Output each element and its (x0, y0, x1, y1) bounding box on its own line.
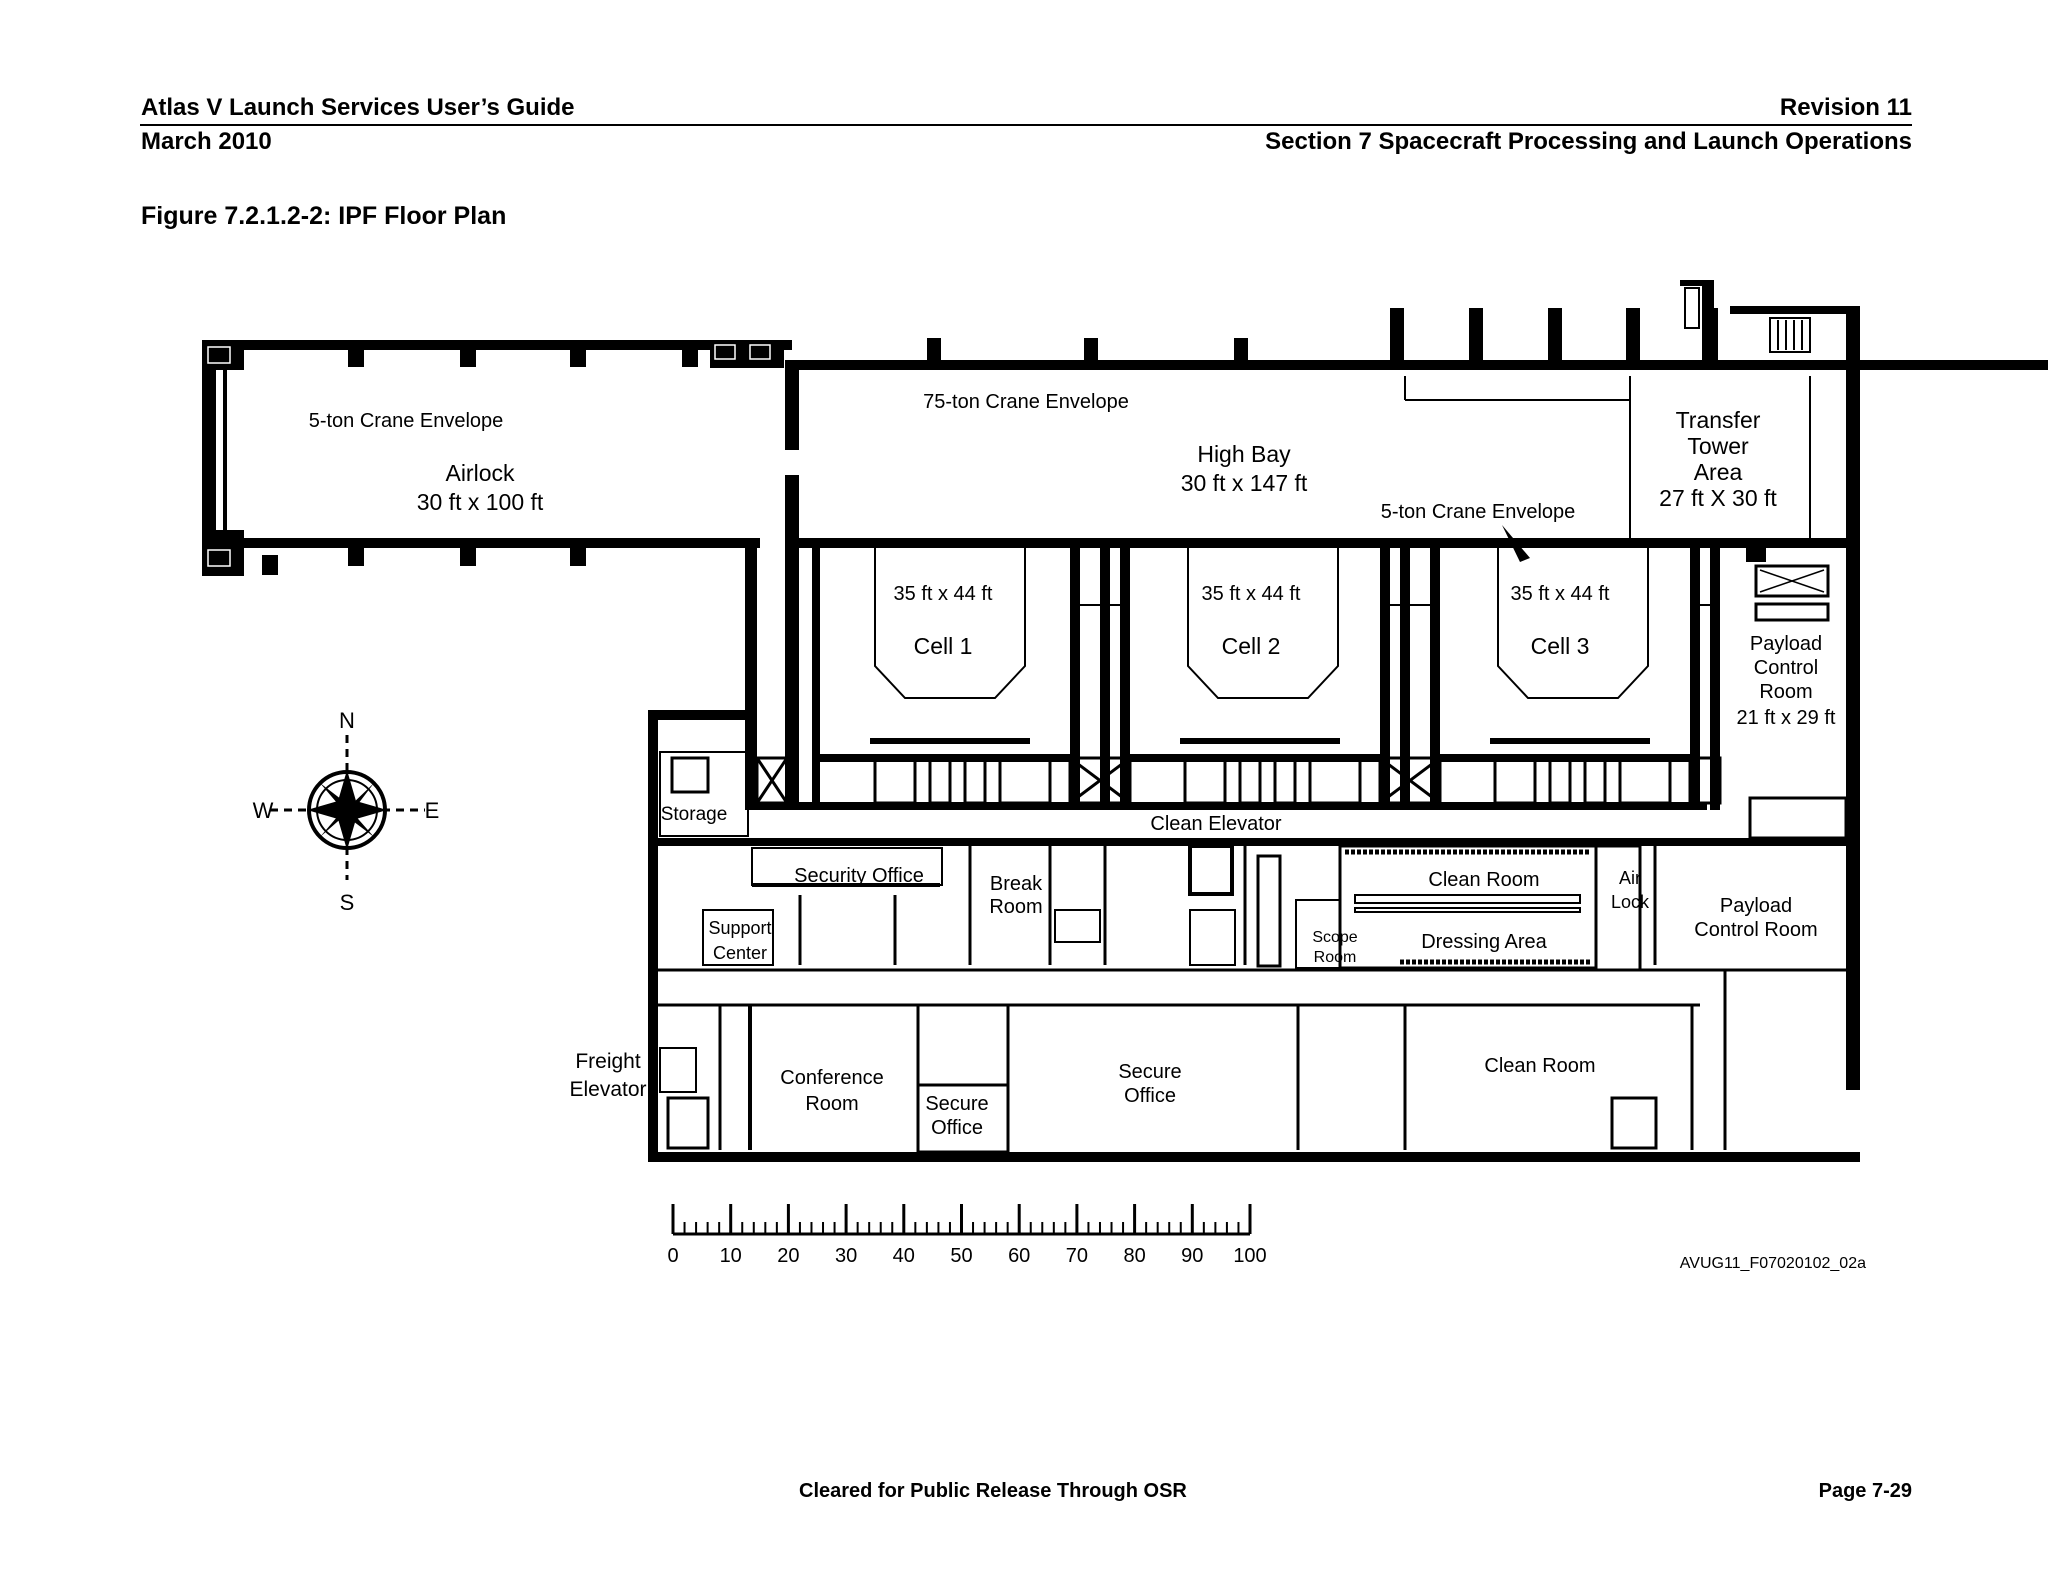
clean-room-lower-label: Clean Room (1484, 1055, 1595, 1077)
release-statement: Cleared for Public Release Through OSR (799, 1480, 1187, 1502)
pcr-upper-label-1: Payload (1750, 633, 1822, 655)
compass-e-label: E (425, 798, 440, 823)
high-bay-dims-label: 30 ft x 147 ft (1181, 470, 1308, 496)
pcr-upper-label-2: Control (1754, 657, 1818, 679)
transfer-tower-dims: 27 ft X 30 ft (1659, 485, 1777, 511)
secure-office-label-2: Office (1124, 1085, 1176, 1107)
document-title: Atlas V Launch Services User’s Guide (141, 94, 575, 121)
freight-elevator-label-1: Freight (575, 1050, 641, 1073)
scale-label: 0 (667, 1245, 678, 1267)
scale-label: 90 (1181, 1245, 1203, 1267)
pcr-upper-dims: 21 ft x 29 ft (1737, 707, 1836, 729)
scale-label: 60 (1008, 1245, 1030, 1267)
airlock-walls (202, 340, 792, 576)
scale-label: 100 (1233, 1245, 1266, 1267)
air-lock-label-2: Lock (1611, 892, 1650, 912)
cell1-dims-label: 35 ft x 44 ft (894, 583, 993, 605)
high-bay-small-crane-label: 5-ton Crane Envelope (1381, 501, 1576, 523)
airlock-dims-label: 30 ft x 100 ft (417, 489, 544, 515)
scale-label: 30 (835, 1245, 857, 1267)
document-date: March 2010 (141, 128, 272, 155)
dressing-area-label: Dressing Area (1421, 931, 1547, 953)
compass-w-label: W (253, 798, 274, 823)
secure-office-small-label-1: Secure (925, 1093, 988, 1115)
conference-room-label-2: Room (805, 1093, 858, 1115)
pcr-lower-label-1: Payload (1720, 895, 1792, 917)
high-bay-crane-label: 75-ton Crane Envelope (923, 391, 1129, 413)
airlock-label: Airlock (445, 460, 515, 486)
cell2-dims-label: 35 ft x 44 ft (1202, 583, 1301, 605)
header-rule (140, 124, 1912, 126)
drawing-id: AVUG11_F07020102_02a (1680, 1255, 1866, 1272)
cell-walls (745, 525, 1830, 810)
secure-office-small-label-2: Office (931, 1117, 983, 1139)
scope-room-label-2: Room (1314, 949, 1357, 966)
secure-office-label-1: Secure (1118, 1061, 1181, 1083)
conference-room-label-1: Conference (780, 1067, 883, 1089)
compass-rose: N S W E (253, 708, 440, 915)
figure-caption: Figure 7.2.1.2-2: IPF Floor Plan (141, 202, 507, 230)
compass-s-label: S (340, 890, 355, 915)
cell1-label: Cell 1 (914, 633, 973, 659)
scale-label: 20 (777, 1245, 799, 1267)
scope-room-label-1: Scope (1312, 929, 1357, 946)
scale-bar: 0 10 20 30 40 50 60 70 80 90 100 (667, 1204, 1267, 1267)
cell3-dims-label: 35 ft x 44 ft (1511, 583, 1610, 605)
break-room-label-1: Break (990, 873, 1043, 895)
transfer-tower-label-1: Transfer (1676, 407, 1761, 433)
lower-building-walls (648, 710, 1860, 1162)
break-room-label-2: Room (989, 896, 1042, 918)
cell3-label: Cell 3 (1531, 633, 1590, 659)
room-labels: 5-ton Crane Envelope Airlock 30 ft x 100… (309, 391, 1836, 1139)
freight-elevator-label-2: Elevator (569, 1078, 646, 1101)
scale-label: 40 (893, 1245, 915, 1267)
support-center-label-1: Support (708, 918, 771, 938)
section-title: Section 7 Spacecraft Processing and Laun… (1265, 128, 1912, 155)
transfer-tower-label-2: Tower (1687, 433, 1749, 459)
storage-label: Storage (661, 804, 728, 825)
pcr-lower-label-2: Control Room (1694, 919, 1817, 941)
scale-label: 70 (1066, 1245, 1088, 1267)
support-center-label-2: Center (713, 943, 767, 963)
clean-elevator-label: Clean Elevator (1150, 813, 1282, 835)
cell2-label: Cell 2 (1222, 633, 1281, 659)
transfer-tower-label-3: Area (1694, 459, 1743, 485)
revision-label: Revision 11 (1779, 94, 1912, 121)
high-bay-walls (785, 280, 2048, 1090)
scale-label: 50 (950, 1245, 972, 1267)
clean-room-upper-label: Clean Room (1428, 869, 1539, 891)
compass-n-label: N (339, 708, 355, 733)
page-number: Page 7-29 (1818, 1480, 1912, 1502)
high-bay-label: High Bay (1197, 441, 1291, 467)
air-lock-label-1: Air (1619, 868, 1641, 888)
pcr-upper-label-3: Room (1759, 681, 1812, 703)
scale-label: 10 (720, 1245, 742, 1267)
security-office-label: Security Office (794, 865, 924, 887)
scale-label: 80 (1123, 1245, 1145, 1267)
airlock-crane-label: 5-ton Crane Envelope (309, 410, 504, 432)
